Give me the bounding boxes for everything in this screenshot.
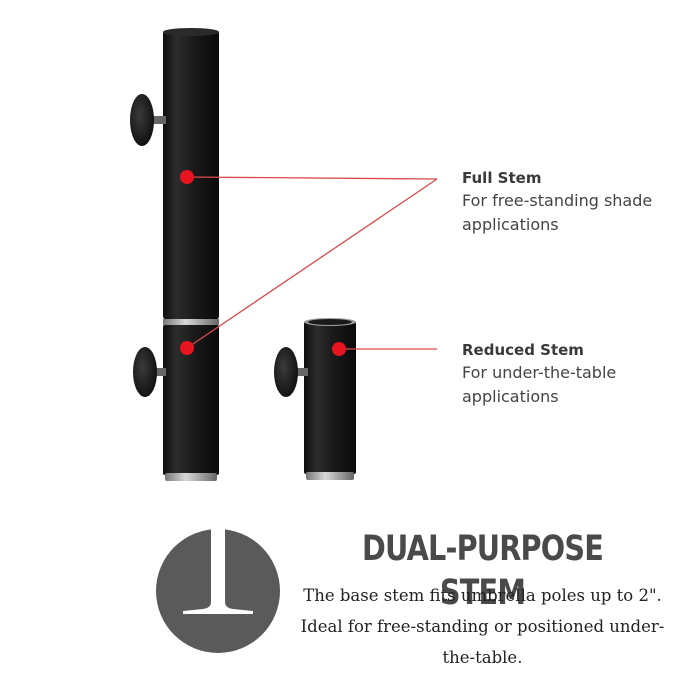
callout-dot-lower bbox=[180, 341, 194, 355]
reduced-stem-title: Reduced Stem bbox=[462, 341, 584, 359]
full-stem-callout-lines bbox=[186, 176, 438, 349]
full-stem-description: For free-standing shade applications bbox=[462, 191, 653, 234]
reduced-stem-callout: Reduced Stem For under-the-table applica… bbox=[462, 339, 682, 409]
full-stem-title: Full Stem bbox=[462, 169, 542, 187]
reduced-stem-description: For under-the-table applications bbox=[462, 363, 617, 406]
feature-description: The base stem fits umbrella poles up to … bbox=[300, 586, 665, 667]
full-stem bbox=[130, 28, 219, 481]
product-photo bbox=[130, 28, 438, 481]
callout-dot-reduced bbox=[332, 342, 346, 356]
feature-heading: DUAL-PURPOSE STEM bbox=[362, 529, 604, 613]
upper-thumb-screw-icon bbox=[130, 94, 166, 146]
stem-cross-section-icon bbox=[156, 528, 280, 653]
reduced-thumb-screw-icon bbox=[274, 347, 308, 397]
full-stem-callout: Full Stem For free-standing shade applic… bbox=[462, 167, 682, 237]
callout-dot-upper bbox=[180, 170, 194, 184]
reduced-stem bbox=[274, 318, 356, 480]
lower-thumb-screw-icon bbox=[133, 347, 166, 397]
